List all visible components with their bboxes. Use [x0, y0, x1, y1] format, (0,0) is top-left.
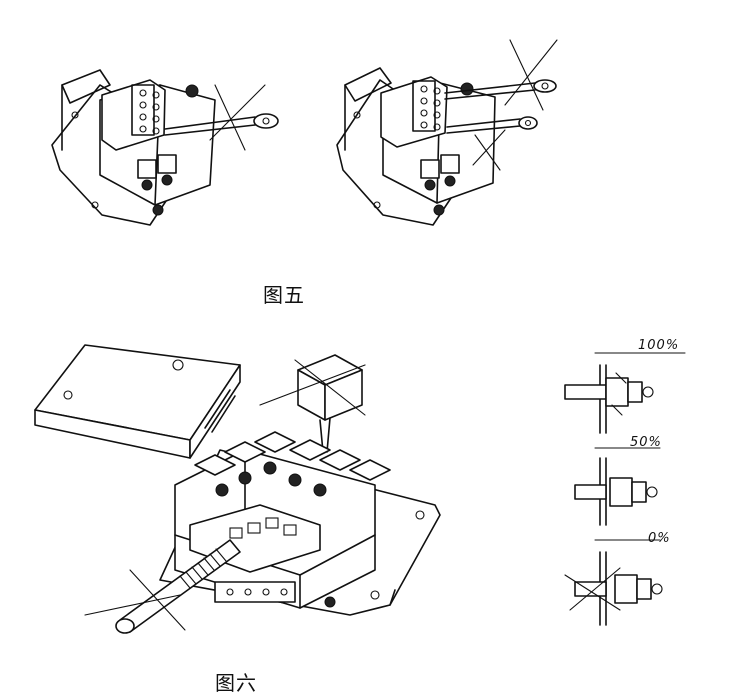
figure5-caption: 图五 [263, 283, 305, 307]
stroke-indicator-0 [564, 539, 663, 626]
fig5-left-drawing [51, 69, 279, 226]
stroke-indicator-100 [564, 352, 686, 434]
stroke-label-50: 50% [630, 435, 662, 450]
fig5-right-drawing [336, 39, 558, 226]
fig6-main-drawing [34, 344, 441, 634]
stroke-label-0: 0% [648, 531, 671, 546]
figure6-caption: 图六 [215, 671, 257, 695]
stroke-indicator-50 [574, 447, 661, 526]
stroke-label-100: 100% [638, 338, 680, 353]
